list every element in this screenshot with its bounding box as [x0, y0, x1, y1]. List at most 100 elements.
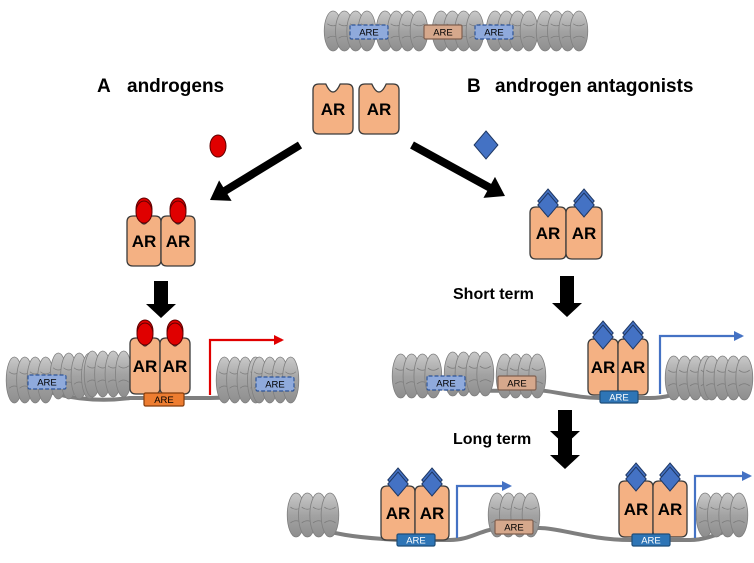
are-label: ARE [641, 536, 661, 547]
panel-b-title: androgen antagonists [495, 76, 693, 97]
are-label: ARE [154, 395, 174, 406]
histone-line [733, 506, 745, 510]
arrow-a-binding [146, 281, 176, 318]
histone-line [427, 367, 439, 371]
are-label: ARE [265, 380, 285, 391]
antagonist-ligand [473, 130, 499, 160]
are-box [143, 392, 185, 407]
histone-line [413, 23, 425, 27]
histone-line [573, 23, 585, 27]
ar-label: AR [386, 504, 411, 523]
histone-line [118, 379, 130, 383]
are-box [396, 533, 436, 547]
are-top-inactive: ARE [423, 24, 463, 40]
panel-a-title: androgens [127, 76, 224, 97]
antagonist-ligand [622, 324, 644, 350]
antagonist-ligand [659, 466, 681, 492]
histone-disc [476, 351, 495, 397]
ar-label: AR [624, 500, 649, 519]
ar-label: AR [163, 357, 188, 376]
ar-label: AR [133, 357, 158, 376]
nucleosome-b-long [286, 492, 340, 538]
ar-label: AR [621, 358, 646, 377]
transcription-arrow-short-term [658, 331, 744, 394]
histone-disc [735, 355, 754, 401]
are-label: ARE [37, 378, 57, 389]
ar-monomer: AR [380, 485, 416, 541]
are-label: ARE [504, 523, 524, 534]
transcription-arrow-long-term-1 [455, 481, 512, 538]
are-box [349, 24, 389, 40]
histone-line [573, 35, 585, 39]
ar-monomer: AR [652, 480, 688, 538]
are-box [426, 375, 466, 391]
are-box [494, 519, 534, 535]
nucleosome-top [431, 10, 485, 52]
are-box [474, 24, 514, 40]
ar-label: AR [536, 224, 561, 243]
are-b-short-active: ARE [599, 390, 639, 404]
histone-line [324, 520, 336, 524]
are-box [497, 375, 537, 391]
histone-line [738, 383, 750, 387]
are-label: ARE [507, 379, 527, 390]
arrow-shape [210, 141, 303, 201]
ar-label: AR [166, 232, 191, 251]
short-term-label: Short term [453, 286, 534, 303]
histone-line [733, 520, 745, 524]
ar-label: AR [591, 358, 616, 377]
are-a-hidden-2: ARE [255, 376, 295, 392]
panel-a-letter: A [97, 76, 111, 97]
ar-monomer: AR [565, 206, 603, 260]
ar-monomer: AR [126, 215, 162, 267]
histone-disc [320, 492, 340, 538]
arrow-b-long-term-1 [550, 410, 580, 445]
histone-disc [115, 350, 133, 398]
are-top-hidden-1: ARE [349, 24, 389, 40]
are-box [631, 533, 671, 547]
ar-label: AR [572, 224, 597, 243]
ar-monomer: AR [414, 485, 450, 541]
ar-dimer-androgen-bound: AR AR [129, 319, 191, 395]
ar-label: AR [132, 232, 157, 251]
histone-line [479, 379, 491, 383]
ar-monomer: AR [159, 337, 191, 395]
are-box [599, 390, 639, 404]
histone-line [531, 367, 543, 371]
arrow-b-short-term [552, 276, 582, 317]
arrow-shape [410, 141, 505, 198]
arrow-to-androgen-path [210, 141, 303, 201]
histone-line [523, 35, 535, 39]
arrow-to-antagonist-path [410, 141, 505, 198]
are-label: ARE [609, 393, 629, 404]
antagonist-ligand [592, 324, 614, 350]
are-b-short-inactive: ARE [497, 375, 537, 391]
are-b-long-active-1: ARE [396, 533, 436, 547]
histone-line [118, 365, 130, 369]
are-box [27, 374, 67, 390]
ar-dimer-short-term: AR AR [587, 320, 649, 396]
histone-disc [519, 10, 539, 52]
are-top-hidden-2: ARE [474, 24, 514, 40]
arrow-b-long-term-2 [550, 438, 580, 469]
antagonist-ligand [421, 471, 443, 497]
are-label: ARE [359, 28, 379, 39]
are-label: ARE [406, 536, 426, 547]
ar-monomer: AR [358, 83, 400, 135]
nucleosome-top [535, 10, 589, 52]
antagonist-ligand [625, 466, 647, 492]
ar-monomer: AR [312, 83, 354, 135]
histone-line [738, 369, 750, 373]
androgen-ligand [136, 322, 154, 346]
panel-b-letter: B [467, 76, 481, 97]
ar-label: AR [367, 100, 392, 119]
are-a-hidden-1: ARE [27, 374, 67, 390]
ar-body [358, 83, 400, 135]
are-a-active: ARE [143, 392, 185, 407]
androgen-ligand [135, 200, 153, 224]
androgen-ligand [166, 322, 184, 346]
